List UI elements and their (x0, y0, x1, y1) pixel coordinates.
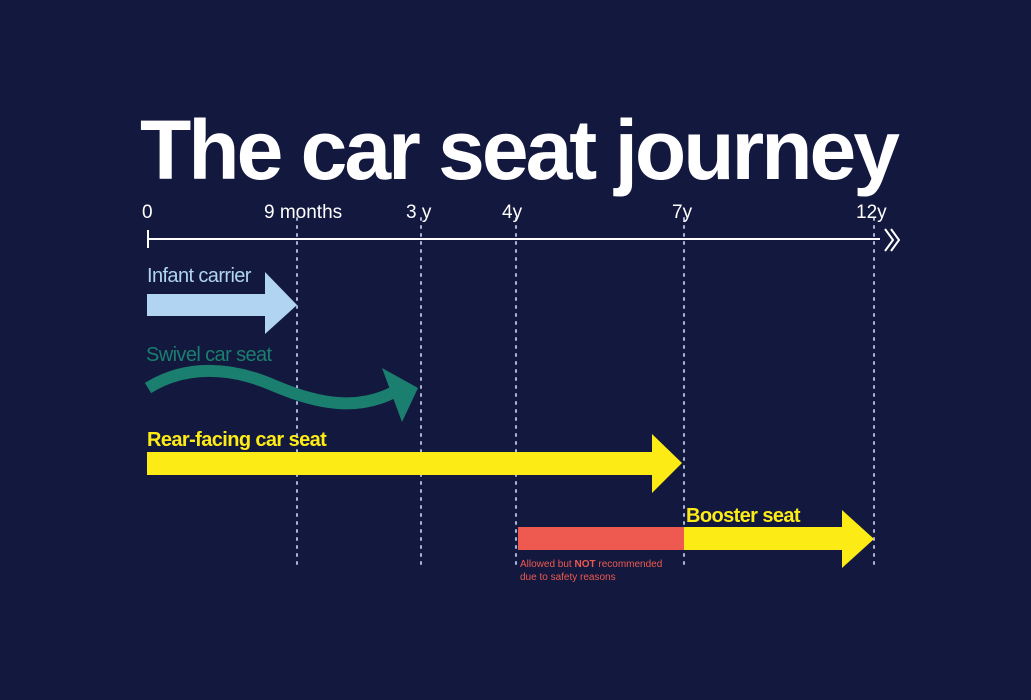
note-suffix: recommended (596, 559, 663, 570)
double-chevron-right-icon (884, 228, 895, 252)
page-title: The car seat journey (140, 103, 900, 197)
tick-label-3-years: 3 y (406, 202, 432, 223)
timeline-axis (147, 228, 901, 252)
tick-labels: 0 9 months 3 y 4y 7y 12y (142, 202, 887, 223)
note-emphasis: NOT (574, 559, 595, 570)
double-chevron-right-icon-second (890, 228, 901, 252)
swivel-car-seat-label: Swivel car seat (146, 344, 273, 366)
rear-facing-car-seat-label: Rear-facing car seat (147, 429, 327, 451)
not-recommended-note-line2: due to safety reasons (520, 572, 616, 583)
tick-label-7-years: 7y (672, 202, 693, 223)
booster-seat-arrow-group: Booster seat Allowed but NOT recommended… (518, 505, 874, 583)
infant-carrier-label: Infant carrier (147, 265, 252, 287)
not-recommended-bar (518, 527, 684, 550)
tick-label-4-years: 4y (502, 202, 523, 223)
infant-carrier-arrow-group: Infant carrier (147, 265, 297, 334)
not-recommended-note: Allowed but NOT recommended (520, 559, 662, 570)
rear-facing-car-seat-arrow (147, 434, 682, 493)
booster-seat-arrow (684, 510, 874, 568)
tick-label-12-years: 12y (856, 202, 887, 223)
infant-carrier-arrow (147, 272, 297, 334)
booster-seat-label: Booster seat (686, 505, 801, 527)
swivel-car-seat-arrow-body (144, 364, 395, 410)
tick-label-9-months: 9 months (264, 202, 342, 223)
rear-facing-arrow-group: Rear-facing car seat (147, 429, 682, 493)
swivel-car-seat-arrow-head (382, 368, 418, 422)
note-prefix: Allowed but (520, 559, 574, 570)
tick-label-0: 0 (142, 202, 153, 223)
swivel-car-seat-arrow-group: Swivel car seat (144, 344, 418, 422)
